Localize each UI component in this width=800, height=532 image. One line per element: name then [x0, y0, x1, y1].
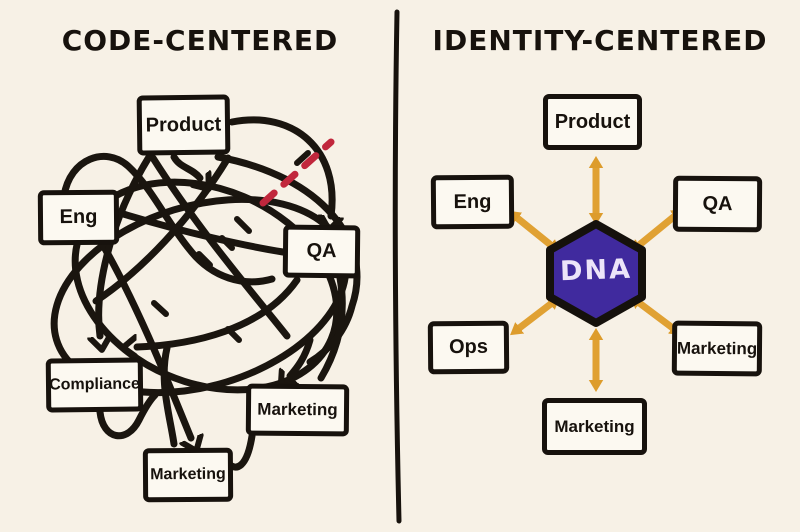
right-panel-title: IDENTITY-CENTERED — [432, 24, 768, 57]
right-node-eng: Eng — [430, 174, 515, 230]
left-node-marketing-bottom: Marketing — [142, 447, 234, 503]
left-node-compliance: Compliance — [45, 357, 144, 413]
right-node-marketing-bottom: Marketing — [542, 398, 647, 455]
left-node-qa: QA — [282, 224, 361, 279]
tick-marks — [151, 150, 311, 343]
left-node-product: Product — [136, 94, 231, 156]
left-node-eng: Eng — [37, 189, 120, 246]
left-panel-title: CODE-CENTERED — [61, 24, 339, 57]
right-node-marketing-right: Marketing — [671, 320, 763, 377]
right-node-product: Product — [543, 94, 642, 150]
dna-hexagon — [546, 220, 646, 327]
right-node-ops: Ops — [427, 320, 510, 375]
left-node-marketing-right: Marketing — [245, 383, 350, 437]
right-node-qa: QA — [672, 175, 763, 233]
divider-line — [392, 9, 402, 524]
dna-label: DNA — [559, 253, 633, 288]
red-dashed-line — [259, 138, 335, 207]
tangled-connections — [50, 116, 361, 471]
orange-hub-arrows — [516, 166, 676, 382]
